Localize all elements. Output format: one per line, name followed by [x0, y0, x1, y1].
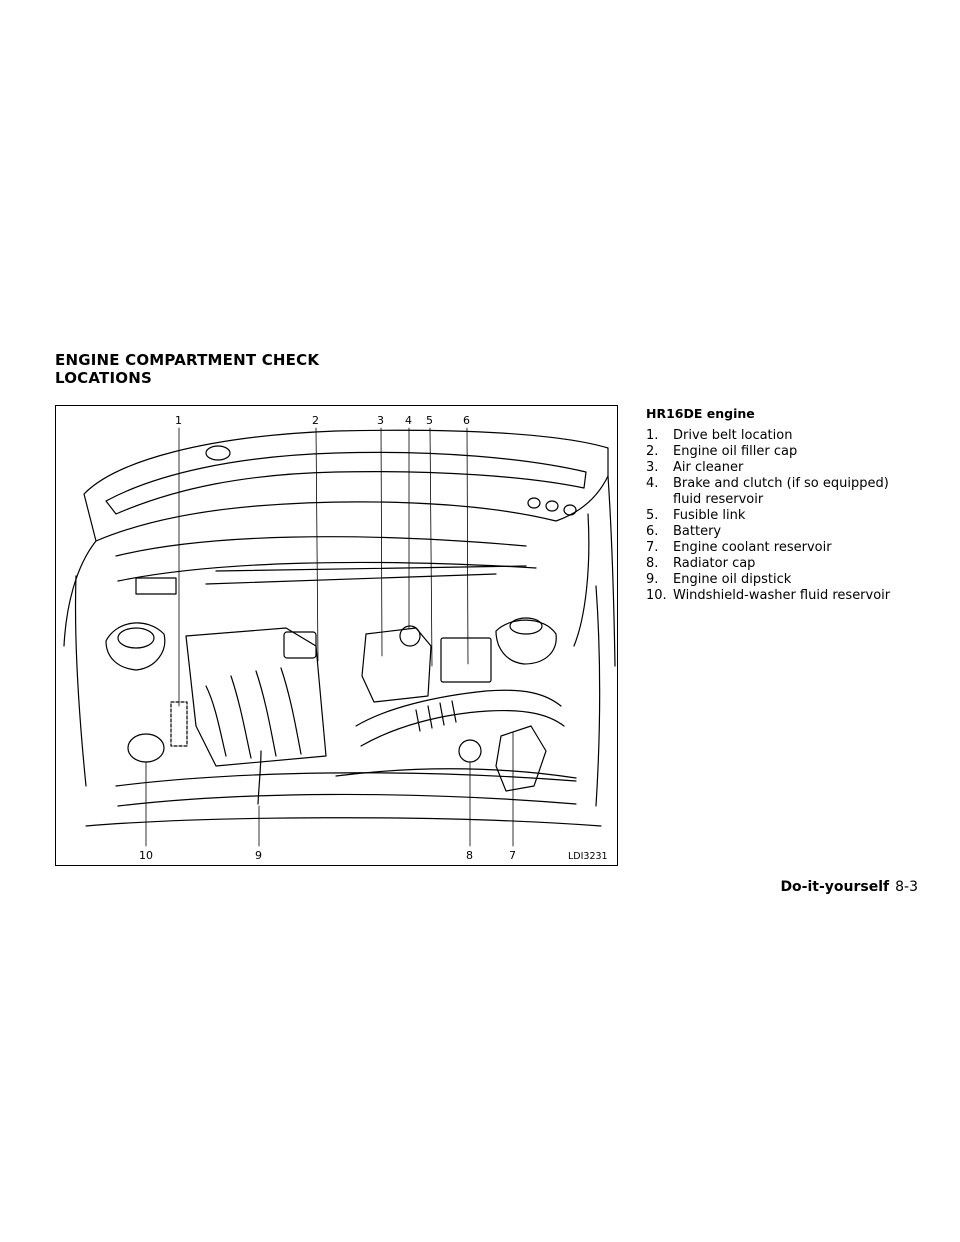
legend-item: 5.Fusible link [646, 508, 936, 524]
hood-inner-panel [106, 452, 586, 514]
figure-code: LDI3231 [568, 851, 608, 862]
legend-item-text: Brake and clutch (if so equipped) [673, 476, 936, 492]
intake-hose-lower [361, 711, 564, 746]
legend-item: 7.Engine coolant reservoir [646, 540, 936, 556]
hood-bump-right-1 [528, 498, 540, 508]
front-cross-member-lower [118, 794, 576, 806]
valve-ridge-3 [256, 671, 276, 756]
callout-5: 5 [426, 414, 433, 427]
legend-item-text: Drive belt location [673, 428, 936, 444]
hood-bump-left [206, 446, 230, 460]
legend-item-text: Engine coolant reservoir [673, 540, 936, 556]
cowl-vent [136, 578, 176, 594]
legend-item-text: Fusible link [673, 508, 936, 524]
hose-rib-4 [452, 701, 456, 722]
legend-item-text: Radiator cap [673, 556, 936, 572]
legend-list: 1.Drive belt location 2.Engine oil fille… [646, 428, 936, 604]
legend-item-number: 10. [646, 588, 673, 604]
right-strut-tower [496, 620, 556, 664]
legend-item-text: Engine oil filler cap [673, 444, 936, 460]
valve-ridge-1 [206, 686, 226, 756]
valve-ridge-2 [231, 676, 251, 758]
hood-support-rod [574, 514, 589, 646]
hood-outline [84, 430, 608, 541]
valve-cover [186, 628, 326, 766]
valve-ridge-4 [281, 668, 301, 754]
legend-item-continuation: fluid reservoir [646, 492, 936, 508]
legend-item: 4.Brake and clutch (if so equipped) [646, 476, 936, 492]
legend-item-number: 2. [646, 444, 673, 460]
callout-2: 2 [312, 414, 319, 427]
legend-item-text: Battery [673, 524, 936, 540]
callout-9: 9 [255, 849, 262, 862]
callout-6: 6 [463, 414, 470, 427]
legend-item-number: 9. [646, 572, 673, 588]
legend-item: 3.Air cleaner [646, 460, 936, 476]
legend-item: 8.Radiator cap [646, 556, 936, 572]
callout-8: 8 [466, 849, 473, 862]
hood-edge [64, 541, 96, 646]
coolant-reservoir [496, 726, 546, 791]
cowl-top [116, 537, 526, 556]
page-footer: Do-it-yourself 8-3 [780, 878, 918, 896]
legend: HR16DE engine 1.Drive belt location 2.En… [646, 406, 936, 604]
hose-rib-3 [440, 703, 444, 725]
wiper-arm [206, 574, 496, 584]
legend-title: HR16DE engine [646, 406, 936, 422]
section-heading: ENGINE COMPARTMENT CHECK LOCATIONS [55, 351, 319, 387]
section-heading-line1: ENGINE COMPARTMENT CHECK [55, 351, 319, 369]
legend-item-text: Windshield-washer fluid reservoir [673, 588, 936, 604]
drive-belt-marker [171, 702, 187, 746]
callout-3: 3 [377, 414, 384, 427]
wiper-blade [216, 566, 526, 571]
left-strut-tower [106, 623, 165, 670]
section-heading-line2: LOCATIONS [55, 369, 319, 387]
washer-reservoir [128, 734, 164, 762]
hose-rib-2 [428, 706, 432, 728]
hose-rib-1 [416, 710, 420, 731]
legend-item-number: 7. [646, 540, 673, 556]
callout-leaders [146, 428, 513, 846]
callout-4: 4 [405, 414, 412, 427]
cowl-bottom [118, 562, 536, 581]
legend-item-text: Air cleaner [673, 460, 936, 476]
legend-item-number: 4. [646, 476, 673, 492]
hood-edge-right [608, 476, 615, 666]
legend-item: 1.Drive belt location [646, 428, 936, 444]
engine-line-drawing: 1 2 3 4 5 6 7 8 9 10 LDI3231 [56, 406, 617, 865]
legend-item-number: 5. [646, 508, 673, 524]
callout-10: 10 [139, 849, 153, 862]
footer-section-name: Do-it-yourself [780, 879, 889, 895]
legend-item-text: fluid reservoir [673, 492, 936, 508]
legend-item: 10.Windshield-washer fluid reservoir [646, 588, 936, 604]
callout-7: 7 [509, 849, 516, 862]
left-fender [75, 576, 86, 786]
left-strut-top [118, 628, 154, 648]
air-cleaner-box [362, 628, 431, 702]
legend-item: 9.Engine oil dipstick [646, 572, 936, 588]
intake-hose [356, 690, 561, 726]
legend-item-number: 3. [646, 460, 673, 476]
hood-bump-right-3 [564, 505, 576, 515]
legend-item-number: 6. [646, 524, 673, 540]
battery [441, 638, 491, 682]
legend-item-number: 8. [646, 556, 673, 572]
callout-1: 1 [175, 414, 182, 427]
legend-item: 6.Battery [646, 524, 936, 540]
legend-item-text: Engine oil dipstick [673, 572, 936, 588]
legend-item: 2.Engine oil filler cap [646, 444, 936, 460]
page-number: 8-3 [895, 879, 918, 895]
hood-bump-right-2 [546, 501, 558, 511]
right-fender [596, 586, 600, 806]
engine-compartment-illustration: 1 2 3 4 5 6 7 8 9 10 LDI3231 [55, 405, 618, 866]
legend-item-number: 1. [646, 428, 673, 444]
front-edge [86, 818, 601, 826]
radiator-cap [459, 740, 481, 762]
